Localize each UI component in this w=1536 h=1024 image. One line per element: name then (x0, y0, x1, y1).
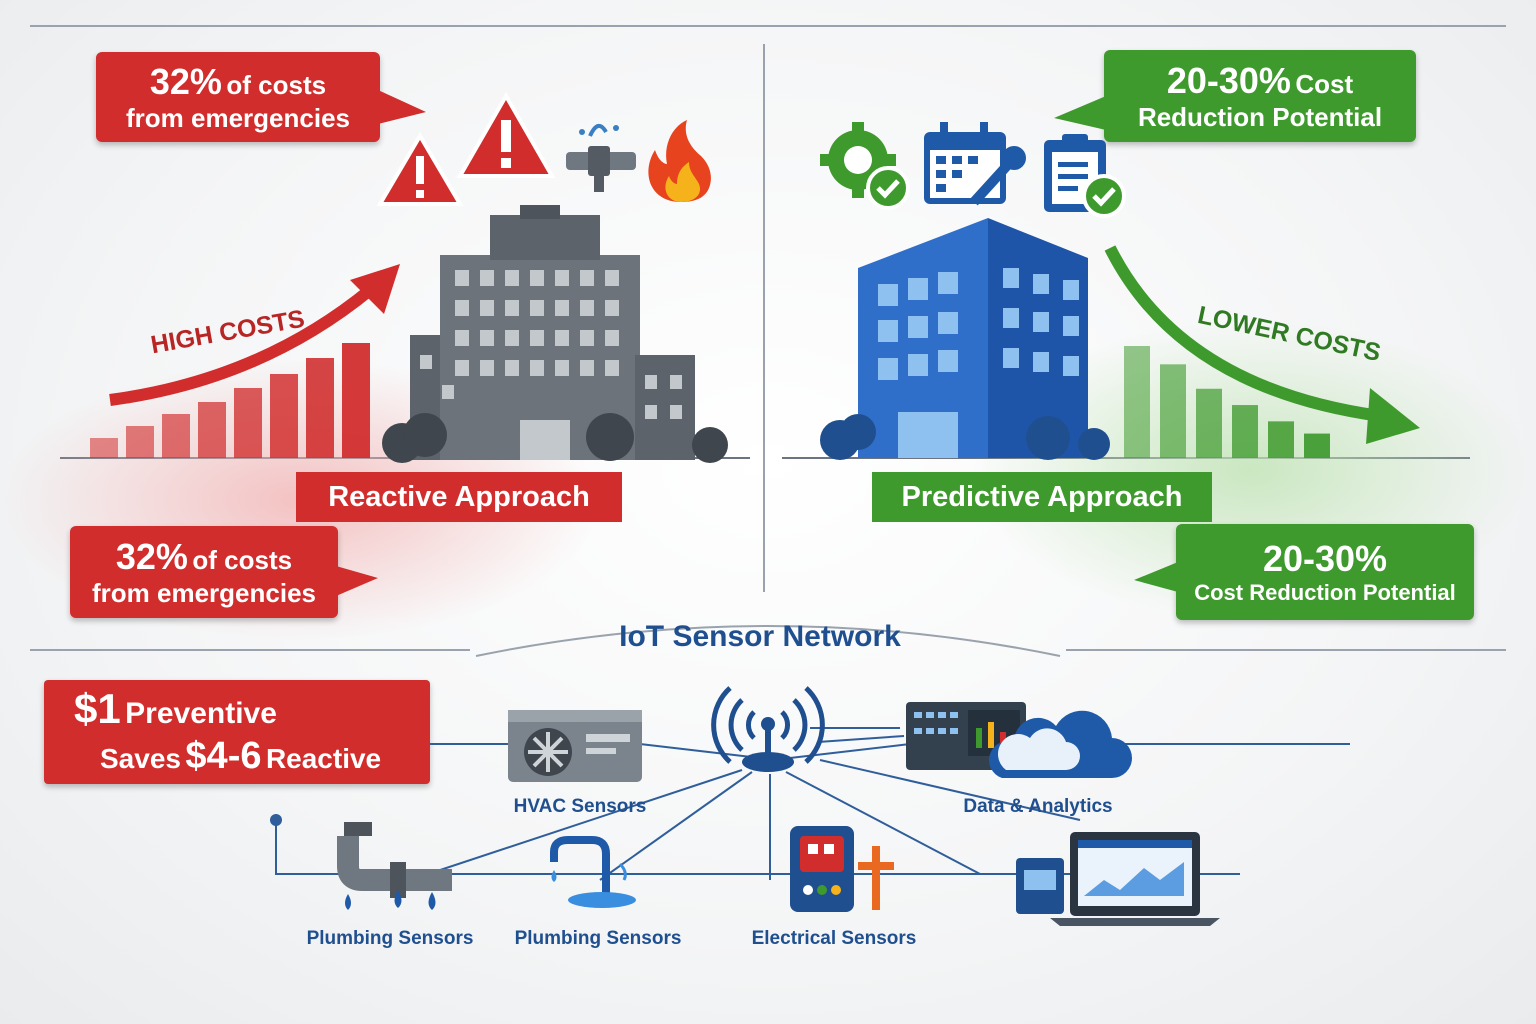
warning-icon (376, 132, 464, 206)
faucet-icon (550, 836, 636, 908)
leaking-pipe-icon (337, 822, 452, 910)
bar (1304, 433, 1330, 458)
blue-building-icon (820, 218, 1110, 460)
bar (234, 388, 262, 458)
reactive-bar-chart (90, 343, 370, 458)
server-cloud-icon (906, 702, 1132, 778)
leaking-pipe-icon (566, 124, 636, 192)
bar (306, 358, 334, 458)
reactive-bottom-stat: 32% (115, 535, 188, 577)
reactive-top-line2: from emergencies (126, 103, 350, 133)
plumbing-sensors-label-2: Plumbing Sensors (514, 928, 682, 949)
reactive-bottom-callout: 32% of costs from emergencies (70, 526, 338, 618)
predictive-bottom-callout-pointer (1134, 562, 1178, 592)
predictive-bottom-stat: 20-30% (1262, 538, 1388, 580)
reactive-bottom-line2: from emergencies (92, 578, 316, 608)
bar (126, 426, 154, 458)
savings-text-1: Preventive (125, 697, 277, 730)
warning-icon (456, 91, 556, 178)
reactive-top-text: of costs (226, 69, 327, 100)
bar (198, 402, 226, 458)
savings-text-2: Saves (100, 743, 181, 775)
rising-cost-arrow (109, 264, 400, 406)
predictive-top-callout-pointer (1054, 96, 1106, 130)
predictive-top-callout: 20-30% Cost Reduction Potential (1104, 50, 1416, 142)
hvac-sensors-label: HVAC Sensors (513, 796, 647, 817)
laptop-dashboard-icon (1016, 832, 1220, 926)
reactive-bottom-callout-pointer (336, 566, 378, 596)
predictive-bottom-callout: 20-30% Cost Reduction Potential (1176, 524, 1474, 620)
electrical-sensors-label: Electrical Sensors (751, 928, 917, 949)
predictive-top-text: Cost (1295, 68, 1354, 99)
reactive-approach-banner: Reactive Approach (296, 472, 622, 522)
bar (1124, 346, 1150, 458)
fire-icon (648, 120, 711, 202)
maintenance-icons (820, 122, 1126, 218)
reactive-top-callout: 32% of costs from emergencies (96, 52, 380, 142)
predictive-bottom-line2: Cost Reduction Potential (1194, 580, 1456, 606)
predictive-top-line2: Reduction Potential (1137, 102, 1383, 132)
falling-cost-arrow (1104, 245, 1420, 444)
hvac-unit-icon (508, 710, 642, 782)
bar (342, 343, 370, 458)
bar (90, 438, 118, 458)
gear-check-icon (820, 122, 910, 210)
wireless-hub-icon (711, 686, 825, 772)
hazard-icons (376, 91, 711, 206)
gray-building-icon (382, 205, 728, 463)
predictive-bar-chart (1124, 346, 1330, 458)
savings-stat-2: $4-6 (185, 735, 262, 778)
data-analytics-label: Data & Analytics (963, 796, 1113, 817)
reactive-top-callout-pointer (378, 90, 426, 124)
predictive-approach-banner: Predictive Approach (872, 472, 1212, 522)
clipboard-check-icon (1044, 134, 1126, 218)
network-title: IoT Sensor Network (619, 620, 901, 653)
bar (270, 374, 298, 458)
reactive-top-stat: 32% (149, 60, 222, 102)
predictive-top-stat: 20-30% (1166, 59, 1291, 101)
bar (1268, 421, 1294, 458)
bar (162, 414, 190, 458)
savings-stat-1: $1 (74, 685, 121, 732)
calendar-wrench-icon (924, 122, 1026, 206)
network-title-arc (475, 625, 1061, 657)
reactive-bottom-text: of costs (192, 544, 293, 575)
plumbing-sensors-label-1: Plumbing Sensors (306, 928, 474, 949)
bar (1160, 364, 1186, 458)
bar (1196, 388, 1222, 458)
bar (1232, 405, 1258, 458)
savings-text-3: Reactive (265, 743, 382, 775)
savings-callout: $1 Preventive Saves $4-6 Reactive (44, 680, 430, 784)
electrical-panel-icon (790, 826, 894, 912)
